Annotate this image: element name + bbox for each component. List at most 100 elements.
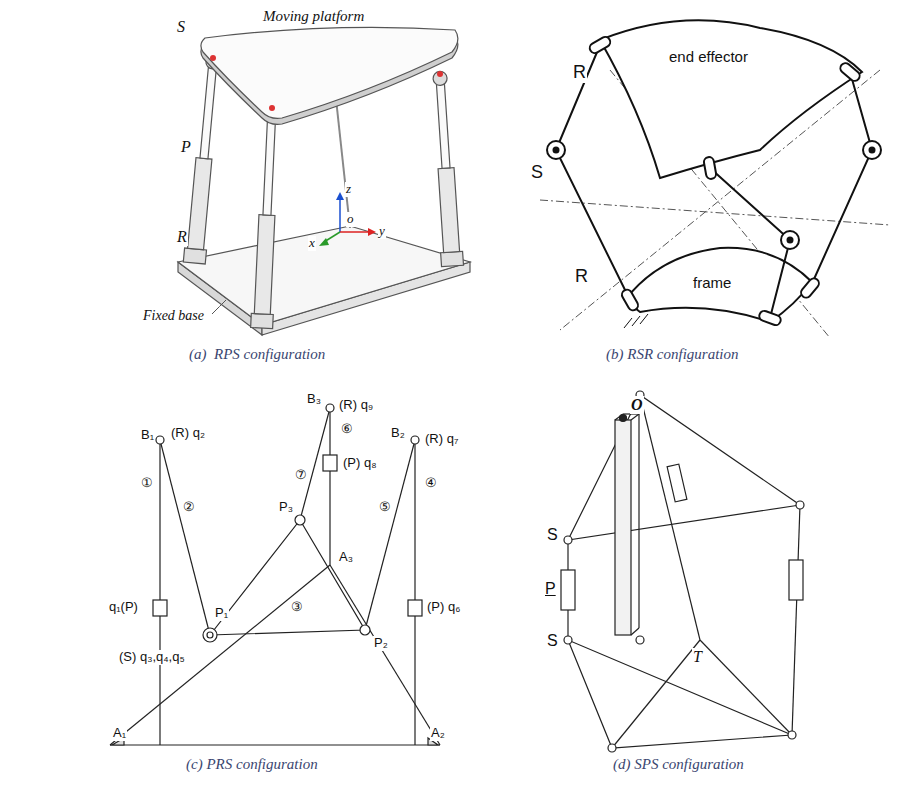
- line-shape: [340, 231, 370, 233]
- circle-shape: [869, 147, 876, 154]
- circle-shape: [863, 141, 881, 159]
- circle-shape: [547, 141, 565, 159]
- circle-shape: [781, 231, 799, 249]
- circle-shape: [796, 501, 804, 509]
- part-label: ⑤: [378, 500, 392, 515]
- path-shape: [201, 27, 458, 118]
- rect-shape: [254, 215, 275, 315]
- circle-shape: [360, 625, 370, 635]
- path-shape: [625, 248, 812, 322]
- part-label: S: [176, 18, 186, 36]
- part-label: (R) q₂: [170, 426, 206, 441]
- part-label: O: [630, 396, 644, 414]
- part-label: B₁: [140, 428, 155, 443]
- part-label: A₁: [112, 726, 127, 741]
- part-label: ①: [140, 476, 154, 491]
- polygon-shape: [319, 238, 329, 246]
- part-label: B₃: [306, 392, 322, 407]
- rect-shape: [561, 570, 575, 610]
- rps-mechanism: [178, 27, 470, 335]
- part-label: (P) q₈: [342, 456, 378, 471]
- g-shape: [553, 147, 876, 244]
- part-label: x: [308, 236, 316, 251]
- circle-shape: [207, 632, 213, 638]
- circle-shape: [326, 404, 334, 412]
- rect-shape: [441, 251, 464, 266]
- polygon-shape: [568, 395, 800, 540]
- part-label: R: [574, 266, 589, 287]
- part-label: (R) q₉: [338, 398, 374, 413]
- line-shape: [640, 395, 700, 640]
- part-label: ③: [290, 600, 304, 615]
- circle-shape: [620, 415, 627, 422]
- rect-shape: [188, 158, 212, 250]
- polygon-shape: [210, 520, 365, 635]
- part-label: q₁(P): [108, 600, 139, 615]
- polyline-shape: [810, 72, 872, 288]
- g-shape: [183, 54, 224, 264]
- polygon-shape: [368, 228, 376, 236]
- circle-shape: [203, 628, 217, 642]
- part-label: A₂: [430, 726, 446, 741]
- prs-mechanism: [110, 404, 440, 745]
- part-label: (P) q₆: [426, 600, 461, 615]
- part-label: P₃: [278, 500, 294, 515]
- line-shape: [540, 200, 890, 225]
- part-label: (R) q₇: [424, 432, 459, 447]
- part-label: R: [176, 228, 188, 246]
- part-label: Moving platform: [262, 8, 365, 25]
- polygon-shape: [178, 226, 470, 325]
- circle-shape: [295, 515, 305, 525]
- rect-shape: [200, 61, 217, 158]
- rsr-mechanism: [540, 20, 890, 338]
- line-shape: [300, 408, 330, 520]
- part-label: (S) q₃,q₄,q₅: [118, 650, 186, 665]
- path-shape: [600, 20, 862, 178]
- line-shape: [159, 444, 160, 745]
- circle-shape: [608, 744, 616, 752]
- circle-shape: [787, 237, 794, 244]
- circle-shape: [437, 71, 443, 77]
- line-shape: [160, 440, 210, 635]
- line-shape: [624, 318, 632, 328]
- part-label: ⑥: [340, 422, 354, 437]
- line-shape: [792, 505, 800, 735]
- g-shape: [564, 391, 804, 752]
- rect-shape: [251, 313, 274, 328]
- part-label: end effector: [668, 48, 749, 65]
- part-label: P₂: [373, 636, 389, 651]
- circle-shape: [636, 636, 644, 644]
- g-shape: [624, 314, 648, 328]
- line-shape: [700, 640, 792, 735]
- part-label: z: [345, 182, 352, 197]
- part-label: frame: [692, 274, 732, 291]
- line-shape: [339, 198, 341, 232]
- line-shape: [612, 640, 700, 748]
- part-label: R: [572, 62, 587, 83]
- part-label: S: [546, 526, 559, 544]
- circle-shape: [564, 636, 572, 644]
- rect-shape: [263, 110, 276, 215]
- polyline-shape: [710, 168, 790, 318]
- circle-shape: [553, 147, 560, 154]
- line-shape: [329, 412, 330, 565]
- circle-shape: [210, 55, 216, 61]
- line-shape: [330, 565, 440, 745]
- line-shape: [640, 314, 648, 324]
- part-label: T: [692, 648, 703, 666]
- rect-shape: [789, 560, 803, 600]
- sps-mechanism: [561, 391, 804, 752]
- rect-shape: [838, 61, 861, 83]
- g-shape: [429, 71, 464, 267]
- polyline-shape: [556, 45, 630, 300]
- figure-caption: (a) RPS configuration: [188, 346, 326, 363]
- rect-shape: [620, 288, 640, 312]
- circle-shape: [788, 731, 796, 739]
- line-shape: [631, 414, 639, 420]
- part-label: S: [546, 632, 559, 650]
- part-label: P: [544, 580, 557, 598]
- rect-shape: [408, 600, 422, 616]
- polygon-shape: [568, 640, 792, 748]
